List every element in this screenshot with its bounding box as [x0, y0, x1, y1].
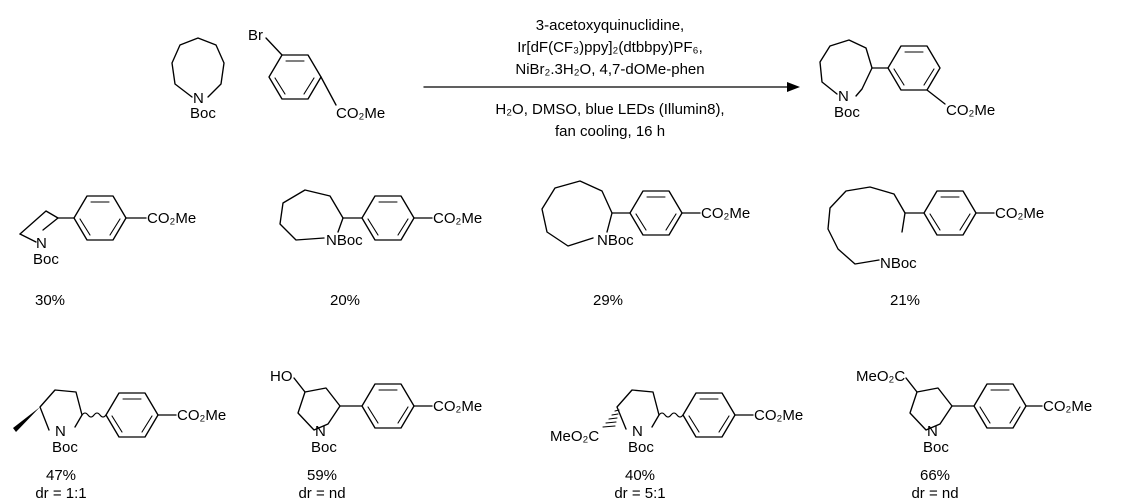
product6-ho-label: HO — [270, 368, 293, 385]
product6-dr: dr = nd — [298, 485, 345, 502]
reactant-bromobenzoate: Br CO₂Me — [248, 27, 385, 122]
reagents-line-2: Ir[dF(CF₃)ppy]₂(dtbbpy)PF₆, — [517, 39, 703, 56]
top-product: N Boc CO₂Me — [819, 39, 995, 121]
product8-dr: dr = nd — [911, 485, 958, 502]
product8-boc-label: Boc — [923, 439, 949, 456]
product2-co2me-label: CO₂Me — [433, 210, 482, 227]
product-azocane: NBoc CO₂Me 21% — [827, 186, 1044, 309]
product1-boc-label: Boc — [33, 251, 59, 268]
wedge-bond — [13, 407, 40, 432]
product4-nboc-label: NBoc — [880, 255, 917, 272]
product6-boc-label: Boc — [311, 439, 337, 456]
product5-dr: dr = 1:1 — [35, 485, 86, 502]
product6-n-label: N — [315, 423, 326, 440]
product1-co2me-label: CO₂Me — [147, 210, 196, 227]
reactant2-br-label: Br — [248, 27, 263, 44]
reactant1-n-label: N — [193, 90, 204, 107]
product-hydroxypyrrolidine: HO N Boc CO₂Me 59% dr = nd — [270, 368, 482, 502]
product8-yield: 66% — [920, 467, 950, 484]
product5-co2me-label: CO₂Me — [177, 407, 226, 424]
reactant2-co2me-label: CO₂Me — [336, 105, 385, 122]
product4-co2me-label: CO₂Me — [995, 205, 1044, 222]
product1-yield: 30% — [35, 292, 65, 309]
reagents-line-1: 3-acetoxyquinuclidine, — [536, 17, 684, 34]
reactant1-boc-label: Boc — [190, 105, 216, 122]
product7-dr: dr = 5:1 — [614, 485, 665, 502]
product8-co2me-label: CO₂Me — [1043, 398, 1092, 415]
reaction-arrow — [423, 82, 800, 92]
product5-n-label: N — [55, 423, 66, 440]
top-product-boc-label: Boc — [834, 104, 860, 121]
conditions-line-2: fan cooling, 16 h — [555, 123, 665, 140]
product5-yield: 47% — [46, 467, 76, 484]
product7-meo2c-label: MeO₂C — [550, 428, 599, 445]
product-azepane: NBoc CO₂Me 29% — [541, 180, 750, 309]
conditions-line-1: H₂O, DMSO, blue LEDs (Illumin8), — [495, 101, 724, 118]
product8-meo2c-label: MeO₂C — [856, 368, 905, 385]
product6-co2me-label: CO₂Me — [433, 398, 482, 415]
top-product-co2me-label: CO₂Me — [946, 102, 995, 119]
product2-yield: 20% — [330, 292, 360, 309]
product3-co2me-label: CO₂Me — [701, 205, 750, 222]
product-methylpyrrolidine: N Boc CO₂Me 47% dr = 1:1 — [13, 389, 226, 502]
reagents-line-3: NiBr₂.3H₂O, 4,7-dOMe-phen — [515, 61, 704, 78]
product-proline-ester: MeO₂C N Boc CO₂Me 40% dr = 5:1 — [550, 389, 803, 502]
product7-yield: 40% — [625, 467, 655, 484]
product-ester-pyrrolidine: MeO₂C N Boc CO₂Me 66% dr = nd — [856, 368, 1092, 502]
product2-nboc-label: NBoc — [326, 232, 363, 249]
product3-nboc-label: NBoc — [597, 232, 634, 249]
product-piperidine: NBoc CO₂Me 20% — [279, 189, 482, 309]
product7-co2me-label: CO₂Me — [754, 407, 803, 424]
product7-n-label: N — [632, 423, 643, 440]
product-azetidine: N Boc CO₂Me 30% — [19, 195, 196, 309]
product1-n-label: N — [36, 235, 47, 252]
product3-yield: 29% — [593, 292, 623, 309]
reactant-azepane: N Boc — [171, 37, 225, 122]
product7-boc-label: Boc — [628, 439, 654, 456]
product6-yield: 59% — [307, 467, 337, 484]
product5-boc-label: Boc — [52, 439, 78, 456]
hash-bond — [602, 409, 620, 428]
top-product-n-label: N — [838, 88, 849, 105]
product8-n-label: N — [927, 423, 938, 440]
product4-yield: 21% — [890, 292, 920, 309]
